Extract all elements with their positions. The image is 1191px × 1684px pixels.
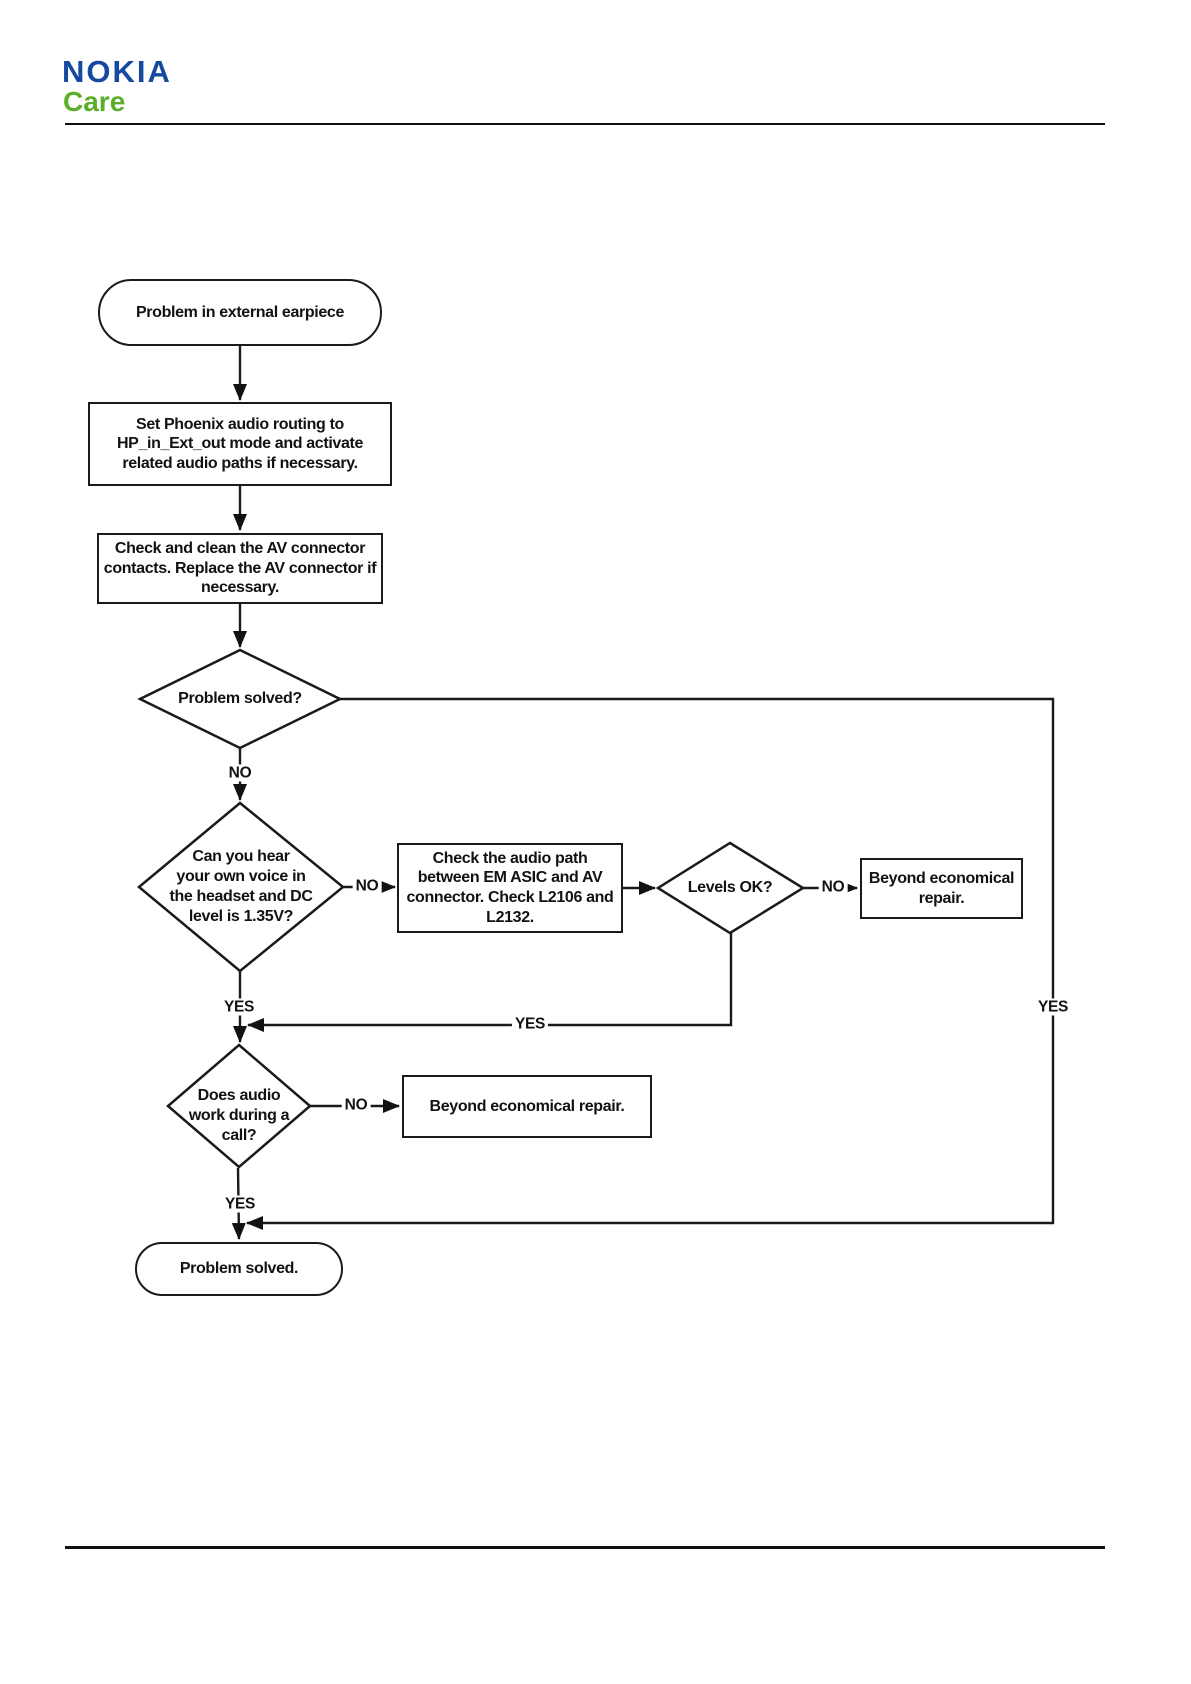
beyond-repair-1-line2: repair.: [918, 889, 965, 907]
decision-audio-during-call-text: Does audio work during a call?: [169, 1084, 309, 1148]
decision-audio-call-line1: Does audio: [197, 1087, 281, 1105]
nokia-logo: NOKIA: [62, 54, 172, 89]
edge-label-yes-problem-solved: YES: [1034, 998, 1072, 1016]
footer-divider: [65, 1546, 1105, 1549]
edge-levels-yes: [247, 933, 733, 1032]
process-check-av-line1: Check and clean the AV connector: [114, 540, 366, 558]
edge-label-yes-levels-ok: YES: [511, 1015, 549, 1033]
start-terminator-text: Problem in external earpiece: [135, 303, 345, 321]
decision-problem-solved-shape: [137, 648, 343, 750]
decision-levels-ok-line1: Levels OK?: [687, 879, 773, 897]
decision-hear-own-voice-line3: the headset and DC: [169, 888, 313, 905]
edge-label-yes-audio-call: YES: [221, 1195, 259, 1213]
decision-hear-own-voice-shape: [137, 801, 345, 973]
process-check-av-line3: necessary.: [200, 579, 280, 597]
process-check-audio-path-line3: connector. Check L2106 and: [406, 889, 614, 906]
process-set-phoenix-line2: HP_in_Ext_out mode and activate: [116, 435, 364, 453]
care-logo: Care: [63, 86, 126, 117]
process-check-av-line2: contacts. Replace the AV connector if: [103, 559, 377, 577]
process-set-phoenix-line1: Set Phoenix audio routing to: [136, 415, 344, 433]
decision-audio-call-line3: call?: [221, 1126, 257, 1144]
process-beyond-economical-repair-1: Beyond economical repair.: [860, 858, 1023, 919]
decision-hear-own-voice-line4: level is 1.35V?: [188, 907, 294, 925]
edge-label-yes-hear-voice: YES: [220, 998, 258, 1016]
edge-label-no-levels-ok: NO: [818, 878, 848, 896]
beyond-repair-1-line1: Beyond economical: [868, 869, 1015, 887]
decision-audio-call-line2: work during a: [188, 1107, 290, 1125]
process-set-phoenix-line3: related audio paths if necessary.: [122, 454, 358, 472]
edge-problemsolved-yes-long: [246, 697, 1055, 1230]
decision-audio-during-call-shape: [166, 1043, 312, 1169]
process-check-audio-path-line2: between EM ASIC and AV: [417, 869, 603, 887]
edge-label-no-problem-solved: NO: [225, 764, 255, 782]
process-check-audio-path: Check the audio path between EM ASIC and…: [397, 843, 623, 933]
start-terminator: Problem in external earpiece: [98, 279, 382, 346]
end-terminator: Problem solved.: [135, 1242, 343, 1296]
process-beyond-economical-repair-2: Beyond economical repair.: [402, 1075, 652, 1138]
decision-problem-solved-text: Problem solved?: [150, 681, 330, 717]
decision-hear-own-voice-line1: Can you hear: [192, 848, 290, 866]
end-terminator-text: Problem solved.: [179, 1260, 299, 1278]
decision-levels-ok-text: Levels OK?: [665, 870, 795, 906]
process-check-av-connector: Check and clean the AV connector contact…: [97, 533, 383, 604]
decision-hear-own-voice-text: Can you hear your own voice in the heads…: [146, 838, 336, 936]
header-divider: [65, 123, 1105, 125]
decision-levels-ok-shape: [655, 841, 806, 935]
decision-problem-solved-line1: Problem solved?: [178, 690, 302, 708]
process-check-audio-path-line4: L2132.: [486, 908, 534, 926]
edge-label-no-audio-call: NO: [341, 1096, 371, 1114]
process-check-audio-path-line1: Check the audio path: [432, 849, 588, 867]
edge-label-no-hear-voice: NO: [352, 877, 382, 895]
beyond-repair-2-line1: Beyond economical repair.: [429, 1097, 625, 1115]
decision-hear-own-voice-line2: your own voice in: [176, 868, 306, 886]
process-set-phoenix: Set Phoenix audio routing to HP_in_Ext_o…: [88, 402, 392, 486]
